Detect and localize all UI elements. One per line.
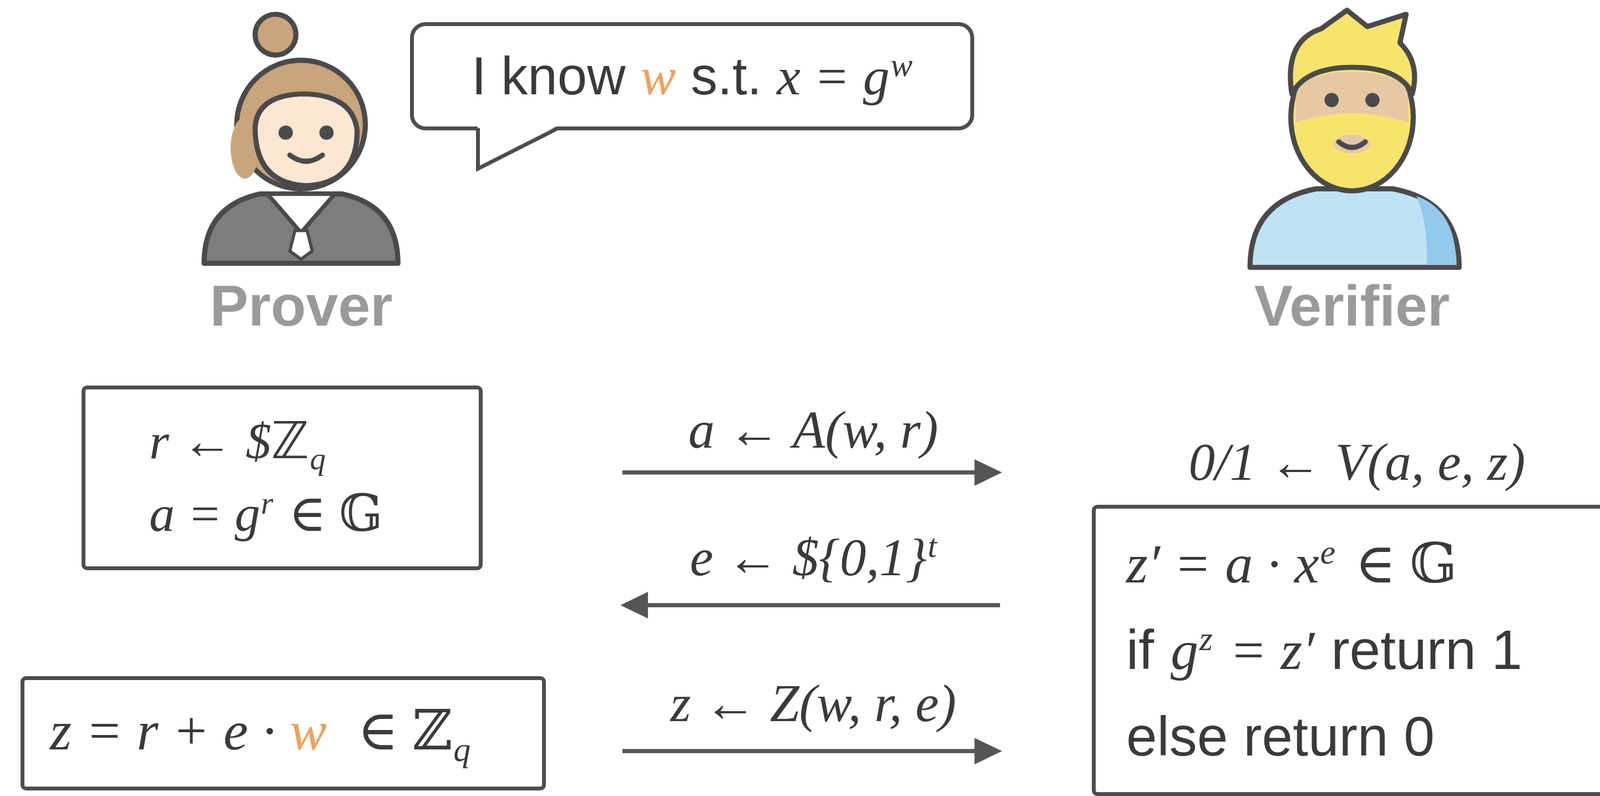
plain-text: return 1 xyxy=(1330,618,1523,681)
message-arrow-line xyxy=(622,470,980,475)
message-label-wrap: e ← ${0,1}t xyxy=(689,525,937,590)
formula-text: w xyxy=(640,46,676,106)
formula-text: r ← $ℤ xyxy=(149,412,310,470)
formula-text: g xyxy=(1170,619,1199,682)
formula-text: x = g xyxy=(776,46,890,106)
role-label: Prover xyxy=(209,273,393,338)
arrowhead xyxy=(620,591,648,619)
prover-eye xyxy=(278,125,293,140)
message-label: a ← A(w, r) xyxy=(688,400,939,460)
message-arrow-line xyxy=(622,748,980,753)
message-label: t xyxy=(927,528,937,565)
message-arrow-line xyxy=(642,603,1001,607)
prover-body xyxy=(204,194,398,264)
plain-text: if xyxy=(1126,618,1154,681)
speech-bubble: I knowws.t.x = gw xyxy=(409,22,975,131)
text-line: r ← $ℤq xyxy=(149,407,326,480)
message-arrows xyxy=(620,459,1002,765)
speech-tail-fill xyxy=(477,124,561,170)
message-label-wrap: z ← Z(w, r, e) xyxy=(670,671,957,736)
formula-text: z′ = a · x xyxy=(1126,533,1320,595)
verifier-eye xyxy=(1324,92,1339,108)
formula-text: ∈ ℤ xyxy=(357,700,453,762)
formula-text: w xyxy=(890,46,913,84)
text-line: a = gr ∈ 𝔾 xyxy=(149,479,383,549)
formula-text: a = g xyxy=(149,485,261,543)
message-label: z ← Z(w, r, e) xyxy=(670,674,957,733)
prover-avatar xyxy=(204,14,398,264)
plain-text: I know xyxy=(471,46,626,106)
formula-text: = z′ xyxy=(1229,619,1315,682)
verifier-mouth xyxy=(1338,142,1366,148)
verifier-body xyxy=(1249,188,1460,268)
message-label-wrap: a ← A(w, r) xyxy=(688,398,939,462)
formula-text: w xyxy=(289,700,327,762)
prover-response-box: z = r + e ·w ∈ ℤq xyxy=(20,676,546,791)
arrowhead xyxy=(974,737,1003,765)
formula-text: z xyxy=(1199,619,1213,658)
prover-tie xyxy=(289,230,312,260)
formula-text: r xyxy=(260,485,273,521)
formula-text: z = r + e · xyxy=(49,700,276,762)
verifier-mouth-skin xyxy=(1333,134,1371,154)
arrowhead xyxy=(974,459,1003,486)
verifier-check-box: z′ = a · xe ∈ 𝔾 ifgz = z′return 1 else retur… xyxy=(1091,504,1600,796)
formula-text: ∈ 𝔾 xyxy=(1354,533,1457,595)
role-label-wrap: Prover xyxy=(209,271,393,342)
verifier-body-shade xyxy=(1416,195,1457,265)
prover-step-box: r ← $ℤqa = gr∈ 𝔾 xyxy=(81,385,483,571)
verifier-face xyxy=(1295,71,1409,123)
text-line: z′ = a · xe ∈ 𝔾 xyxy=(1126,520,1457,607)
prover-hair xyxy=(236,60,366,190)
verifier-hair xyxy=(1290,9,1415,94)
text-line: else return 0 xyxy=(1126,693,1435,781)
speech-tail xyxy=(469,124,564,175)
text-line: z = r + e ·w ∈ ℤq xyxy=(49,695,471,773)
verifier-avatar xyxy=(1249,9,1460,268)
prover-face xyxy=(255,93,358,186)
message-label: e ← ${0,1} xyxy=(689,528,927,587)
speech-tail-outline xyxy=(478,128,559,169)
formula-text: e xyxy=(1320,533,1336,571)
role-label-wrap: Verifier xyxy=(1254,271,1451,342)
plain-text: else return 0 xyxy=(1126,705,1435,768)
role-label: Verifier xyxy=(1254,273,1451,338)
box-heading: 0/1 ← V(a, e, z) xyxy=(1188,430,1526,494)
prover-mouth xyxy=(289,155,323,162)
plain-text: s.t. xyxy=(690,46,762,106)
prover-bun xyxy=(255,14,297,56)
text-line: I knowws.t.x = gw xyxy=(471,43,913,109)
text-line: ifgz = z′return 1 xyxy=(1126,606,1523,694)
formula-text: ∈ 𝔾 xyxy=(288,485,383,543)
prover-eye xyxy=(319,125,334,140)
verifier-eye xyxy=(1365,92,1380,108)
formula-text: q xyxy=(453,730,471,769)
prover-collar xyxy=(267,194,335,234)
formula-text: q xyxy=(309,441,326,477)
